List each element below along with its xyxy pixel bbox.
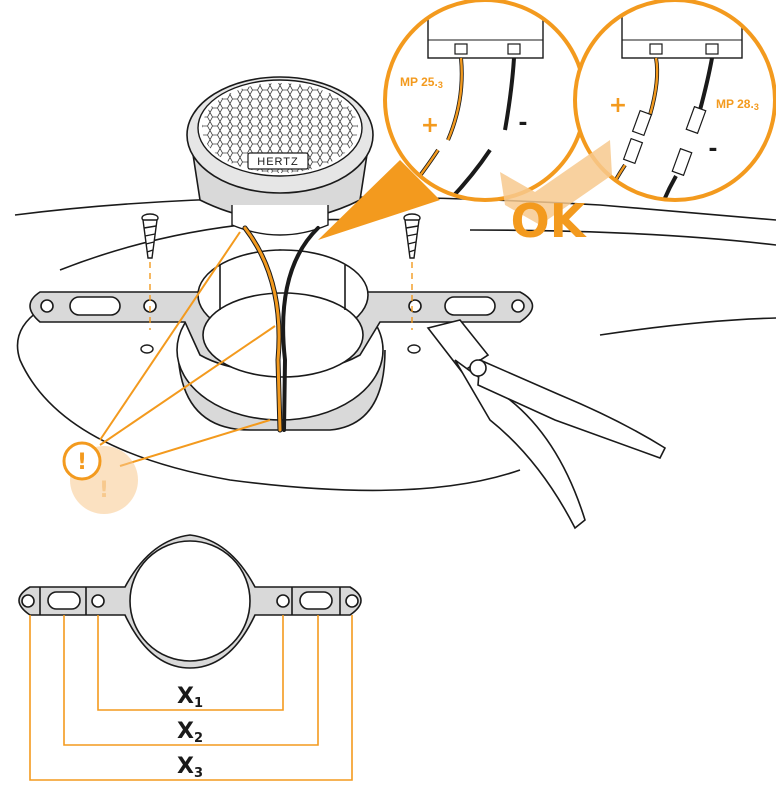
warning-arrows — [99, 231, 276, 467]
bracket-flat-view — [18, 534, 362, 669]
callout-pointer — [318, 160, 440, 240]
callout-mp25: MP 25.3 + - — [383, 0, 587, 202]
plus-sign-icon: + — [421, 113, 439, 138]
checkmark-icon: OK — [500, 140, 612, 248]
brand-logo: HERTZ — [257, 156, 298, 168]
svg-text:!: ! — [99, 478, 109, 503]
dimension-x1-label: X1 — [177, 684, 203, 711]
tweeter-speaker: HERTZ — [186, 76, 374, 236]
callout-mp28: MP 28.3 + - — [573, 0, 776, 202]
model-label-mp25: MP 25.3 — [400, 75, 443, 90]
minus-sign-icon: - — [518, 111, 527, 136]
dimension-lines — [29, 615, 353, 781]
ok-label: OK — [511, 194, 588, 248]
dimension-x3-label: X3 — [177, 754, 203, 781]
svg-text:!: ! — [77, 450, 87, 475]
dimension-x2-label: X2 — [177, 719, 203, 746]
screw-icon — [140, 213, 159, 354]
minus-sign-icon: - — [708, 137, 717, 162]
model-label-mp28: MP 28.3 — [716, 97, 759, 112]
speaker-wires — [242, 225, 320, 433]
plus-sign-icon: + — [609, 93, 627, 118]
screw-icon — [403, 213, 421, 354]
pliers-icon — [426, 319, 667, 530]
warning-icon: ! ! — [62, 441, 138, 514]
